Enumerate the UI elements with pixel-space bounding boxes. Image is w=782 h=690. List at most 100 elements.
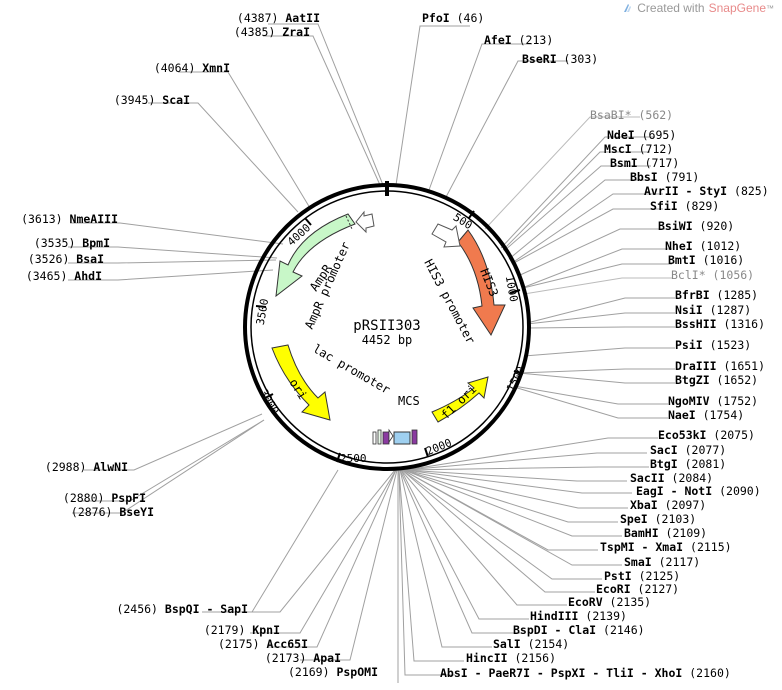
site-label: BmtI (1016)	[668, 253, 744, 267]
site-name: BseYI	[119, 505, 154, 519]
site-name: HindIII	[530, 609, 578, 623]
site-label: SacII (2084)	[630, 471, 713, 485]
site-position: (46)	[450, 11, 485, 25]
site-label: EcoRI (2127)	[596, 582, 679, 596]
site-position: (1285)	[710, 288, 758, 302]
site-name: BspDI - ClaI	[513, 623, 596, 637]
site-position: (2173)	[265, 651, 313, 665]
site-label: NgoMIV (1752)	[668, 394, 758, 408]
site-name: BamHI	[624, 526, 659, 540]
mcs-marker	[382, 431, 390, 445]
site-position: (2127)	[631, 582, 679, 596]
site-name: BbsI	[630, 170, 658, 184]
site-name: MscI	[604, 142, 632, 156]
site-name: SalI	[493, 637, 521, 651]
site-label: BfrBI (1285)	[675, 288, 758, 302]
site-label: PstI (2125)	[604, 569, 680, 583]
site-label: BspDI - ClaI (2146)	[513, 623, 645, 637]
site-label: SmaI (2117)	[624, 555, 700, 569]
site-name: EcoRI	[596, 582, 631, 596]
site-position: (2081)	[678, 457, 726, 471]
site-label: BtgZI (1652)	[675, 373, 758, 387]
site-position: (2988)	[45, 460, 93, 474]
site-label: Eco53kI (2075)	[658, 428, 755, 442]
site-name: BtgZI	[675, 373, 710, 387]
site-position: (1016)	[696, 253, 744, 267]
site-position: (2125)	[632, 569, 680, 583]
site-label: SpeI (2103)	[620, 512, 696, 526]
f1ori-feature-arrow	[431, 376, 489, 423]
site-name: Eco53kI	[658, 428, 706, 442]
site-name: AvrII - StyI	[644, 184, 727, 198]
site-name: AbsI - PaeR7I - PspXI - TliI - XhoI	[440, 666, 682, 680]
site-position: (2117)	[652, 555, 700, 569]
site-name: EagI - NotI	[636, 484, 712, 498]
site-name: TspMI - XmaI	[600, 540, 683, 554]
site-name: ZraI	[282, 25, 310, 39]
site-label: (3613) NmeAIII	[21, 212, 118, 226]
site-name: ScaI	[162, 93, 190, 107]
site-label: XbaI (2097)	[630, 498, 706, 512]
site-position: (2880)	[63, 491, 111, 505]
site-label: BbsI (791)	[630, 170, 699, 184]
site-label: EagI - NotI (2090)	[636, 484, 761, 498]
site-name: BtgI	[650, 457, 678, 471]
mcs-feature	[372, 428, 418, 445]
site-label: SacI (2077)	[650, 443, 726, 457]
site-label: (2175) Acc65I	[218, 637, 308, 651]
site-name: ApaI	[313, 651, 341, 665]
site-label: HincII (2156)	[466, 651, 556, 665]
site-name: AlwNI	[93, 460, 128, 474]
site-label: (3945) ScaI	[114, 93, 190, 107]
site-position: (2077)	[678, 443, 726, 457]
site-label: BsaBI* (562)	[590, 108, 673, 122]
site-label: AfeI (213)	[484, 33, 553, 47]
site-position: (1651)	[717, 359, 765, 373]
site-position: (3613)	[21, 212, 69, 226]
site-name: NheI	[665, 239, 693, 253]
mcs-marker	[377, 429, 382, 445]
site-label: (3535) BpmI	[34, 236, 110, 250]
site-label: (2876) BseYI	[71, 505, 154, 519]
site-position: (2169)	[288, 665, 336, 679]
site-name: AfeI	[484, 33, 512, 47]
site-position: (3465)	[26, 269, 74, 283]
site-position: (1287)	[703, 303, 751, 317]
site-label: (2988) AlwNI	[45, 460, 128, 474]
site-position: (4064)	[154, 61, 202, 75]
ampr-feature-arrow	[275, 213, 356, 298]
site-name: NdeI	[607, 128, 635, 142]
site-position: (2090)	[712, 484, 760, 498]
site-label: HindIII (2139)	[530, 609, 627, 623]
site-label: BtgI (2081)	[650, 457, 726, 471]
plasmid-name: pRSII303	[353, 318, 420, 334]
site-position: (2135)	[603, 595, 651, 609]
site-name: SacI	[650, 443, 678, 457]
site-label: NdeI (695)	[607, 128, 676, 142]
site-position: (1752)	[710, 394, 758, 408]
site-position: (1316)	[717, 317, 765, 331]
site-label: BsmI (717)	[610, 156, 679, 170]
site-position: (2103)	[648, 512, 696, 526]
site-label: PsiI (1523)	[675, 338, 751, 352]
site-label: PfoI (46)	[422, 11, 484, 25]
his3-promoter-arrow	[431, 223, 461, 248]
site-label: BseRI (303)	[522, 52, 598, 66]
site-name: SfiI	[650, 199, 678, 213]
site-name: BsiWI	[658, 219, 693, 233]
brand-tm: ™	[766, 3, 774, 13]
site-label: NaeI (1754)	[668, 408, 744, 422]
mcs-marker	[372, 431, 377, 445]
site-position: (3535)	[34, 236, 82, 250]
site-name: BclI*	[671, 268, 706, 282]
site-label: BclI* (1056)	[671, 268, 754, 282]
mcs-marker	[411, 429, 418, 445]
site-position: (3526)	[28, 252, 76, 266]
site-label: (2179) KpnI	[204, 623, 280, 637]
site-label: BsiWI (920)	[658, 219, 734, 233]
site-position: (213)	[512, 33, 554, 47]
site-name: KpnI	[252, 623, 280, 637]
site-name: XmnI	[202, 61, 230, 75]
